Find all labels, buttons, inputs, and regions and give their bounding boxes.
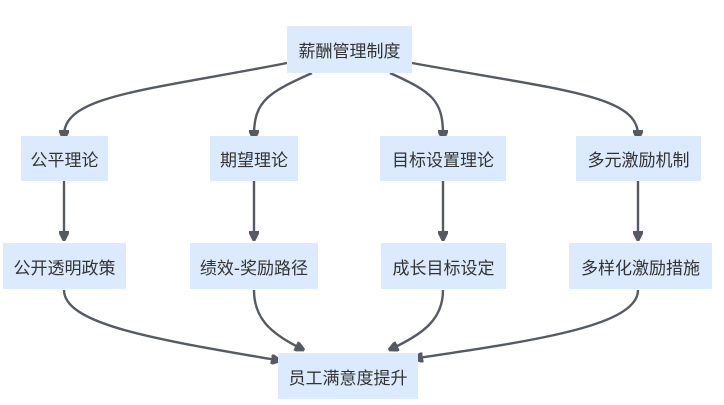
node-salary-management-system[interactable]: 薪酬管理制度 xyxy=(287,26,412,73)
edge-root-to-theory-1 xyxy=(64,61,288,135)
edge-practice-2-to-outcome xyxy=(252,289,300,348)
node-diverse-incentive-measures[interactable]: 多样化激励措施 xyxy=(569,243,712,289)
edge-root-to-theory-2 xyxy=(254,71,313,135)
edge-root-to-theory-3 xyxy=(389,71,443,135)
edge-practice-3-to-outcome xyxy=(393,289,445,348)
node-transparent-policy[interactable]: 公开透明政策 xyxy=(3,243,126,289)
edge-practice-1-to-outcome xyxy=(62,289,276,360)
node-employee-satisfaction[interactable]: 员工满意度提升 xyxy=(278,353,418,399)
edge-root-to-theory-4 xyxy=(411,61,638,135)
edge-practice-4-to-outcome xyxy=(418,289,640,358)
node-equity-theory[interactable]: 公平理论 xyxy=(21,136,108,181)
node-multiple-incentive-mechanism[interactable]: 多元激励机制 xyxy=(576,136,701,181)
node-goal-setting-theory[interactable]: 目标设置理论 xyxy=(380,136,506,181)
node-expectancy-theory[interactable]: 期望理论 xyxy=(210,136,298,181)
node-performance-reward-path[interactable]: 绩效-奖励路径 xyxy=(190,243,318,289)
node-growth-goal-setting[interactable]: 成长目标设定 xyxy=(381,243,506,289)
